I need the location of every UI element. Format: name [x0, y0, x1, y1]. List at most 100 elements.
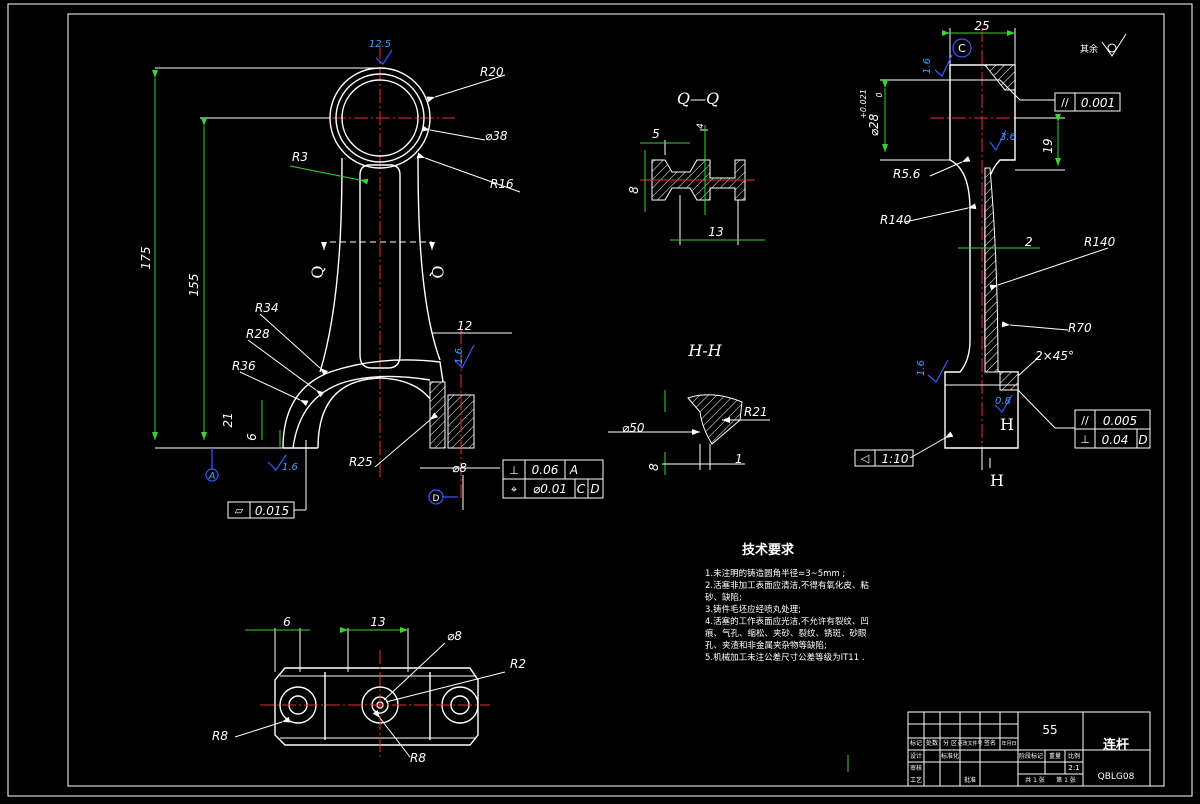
outer-border: [7, 3, 1193, 797]
tech-req-item: 痕、气孔、缩松、夹砂、裂纹、锈斑、砂眼: [705, 628, 867, 639]
front-view: [152, 45, 604, 519]
position-value: ⌀0.01: [533, 482, 567, 496]
dim-hh-d50: ⌀50: [622, 421, 645, 435]
dim-155: 155: [187, 274, 201, 297]
dim-r34: R34: [255, 301, 279, 315]
dim-sv-tol-upper: +0.021: [859, 89, 868, 119]
dim-sv-chamfer: 2×45°: [1035, 349, 1074, 363]
title-cell: 重量: [1049, 752, 1061, 760]
parallel1-symbol: //: [1061, 96, 1069, 109]
flatness-value: 0.015: [255, 504, 289, 518]
taper-value: 1:10: [882, 452, 909, 466]
parallel2-symbol: //: [1081, 414, 1089, 427]
title-cell: 标记: [910, 739, 922, 747]
parallel2-value: 0.005: [1103, 414, 1137, 428]
dim-12-5: 12.5: [369, 39, 391, 50]
dim-sv-tol-lower: 0: [875, 92, 884, 97]
tech-req-item: 4.活塞的工作表面应光洁,不允许有裂纹、凹: [705, 616, 869, 627]
dim-sv-r140-b: R140: [1084, 235, 1116, 249]
dim-sv-r70: R70: [1068, 321, 1092, 335]
dim-r20: R20: [480, 65, 504, 79]
position-symbol: ⌖: [511, 483, 517, 496]
position-ref-c: C: [577, 482, 586, 496]
dim-qq-8: 8: [627, 186, 641, 194]
title-cell: 共 1 张: [1025, 776, 1045, 784]
datum-a-symbol: A: [208, 471, 216, 482]
section-q-label-2: Q: [428, 265, 447, 278]
title-cell: 第 1 张: [1056, 776, 1076, 784]
dim-sv-d28: ⌀28: [867, 113, 881, 136]
inner-border: [67, 13, 1165, 787]
dim-r36: R36: [232, 359, 256, 373]
dim-bv-r8-b: R8: [410, 751, 426, 765]
dim-sv-2: 2: [1025, 235, 1033, 249]
roughness-remainder-label: 其余: [1080, 43, 1098, 55]
perp2-value: 0.04: [1102, 433, 1129, 447]
dim-r25: R25: [349, 455, 373, 469]
dim-21: 21: [221, 412, 235, 427]
dim-qq-4: 4: [696, 123, 706, 129]
title-block: [907, 711, 1151, 787]
title-cell: 标准化: [941, 752, 959, 760]
title-drawing-code: QBLG08: [1098, 772, 1135, 782]
dim-sv-25: 25: [974, 19, 989, 33]
position-ref-d: D: [590, 482, 599, 496]
title-cell: 比例: [1068, 752, 1080, 760]
perp2-symbol: ⊥: [1080, 433, 1090, 446]
parallel1-value: 0.001: [1081, 96, 1115, 110]
dim-r3: R3: [292, 150, 308, 164]
perp1-ref: A: [569, 463, 578, 477]
tech-req-item: 孔、夹渣和非金属夹杂物等缺陷;: [705, 640, 827, 651]
roughness-1-6-b: 1.6: [282, 462, 298, 473]
dim-qq-5: 5: [652, 127, 660, 141]
title-cell: 处数: [926, 739, 938, 747]
roughness-1-6-a: 1.6: [454, 348, 465, 364]
dim-d38: ⌀38: [485, 129, 508, 143]
perp2-ref: D: [1138, 433, 1147, 447]
section-qq-title: Q—Q: [677, 89, 719, 108]
taper-symbol: ◁: [861, 452, 870, 465]
perp1-symbol: ⊥: [509, 464, 519, 477]
flatness-symbol: ▱: [235, 504, 244, 517]
dim-bv-r8-a: R8: [212, 729, 228, 743]
tech-req-item: 砂、缺陷;: [705, 592, 742, 603]
title-cell: 设计: [910, 752, 922, 760]
tech-req-item: 3.铸件毛坯应经喷丸处理;: [705, 604, 801, 615]
dim-sv-19: 19: [1041, 138, 1055, 153]
tech-req-item: 5.机械加工未注公差尺寸公差等级为IT11 .: [705, 652, 865, 663]
dim-qq-13: 13: [708, 225, 723, 239]
roughness-sv-3-6: 3.6: [1000, 132, 1016, 143]
dim-bv-13: 13: [370, 615, 385, 629]
dim-12: 12: [457, 319, 472, 333]
dim-bv-d8: ⌀8: [447, 629, 462, 643]
section-hh-title: H-H: [687, 341, 722, 360]
roughness-sv-1-6-a: 1.6: [922, 58, 933, 74]
title-cell: 更改文件号: [957, 740, 982, 747]
roughness-sv-1-6-b: 1.6: [916, 360, 927, 376]
bottom-view: [234, 627, 506, 760]
title-cell: 审核: [910, 764, 922, 772]
section-h-label-2: H: [990, 471, 1004, 490]
datum-c-symbol: C: [958, 42, 966, 55]
title-scale: 2:1: [1068, 764, 1079, 772]
tech-req-heading: 技术要求: [742, 542, 795, 558]
title-cell: 签名: [984, 739, 996, 747]
section-q-label-1: Q: [308, 265, 327, 278]
datum-d-symbol: D: [433, 494, 440, 504]
side-view: [854, 28, 1151, 470]
title-cell: 阶段标记: [1019, 752, 1043, 760]
title-cell: 批准: [964, 776, 976, 784]
dim-d8: ⌀8: [452, 461, 467, 475]
dim-r16: R16: [490, 177, 514, 191]
dim-bv-r2: R2: [510, 657, 526, 671]
dim-175: 175: [139, 247, 153, 270]
dim-6: 6: [245, 433, 259, 441]
tech-req-item: 2.活塞非加工表面应清洁,不得有氧化皮、粘: [705, 580, 869, 591]
section-q-q: [640, 125, 765, 245]
dim-hh-1: 1: [735, 452, 743, 466]
title-cell: 分 区: [943, 739, 957, 747]
dim-sv-r140-a: R140: [880, 213, 912, 227]
dim-bv-6: 6: [283, 615, 291, 629]
dim-r28: R28: [246, 327, 270, 341]
